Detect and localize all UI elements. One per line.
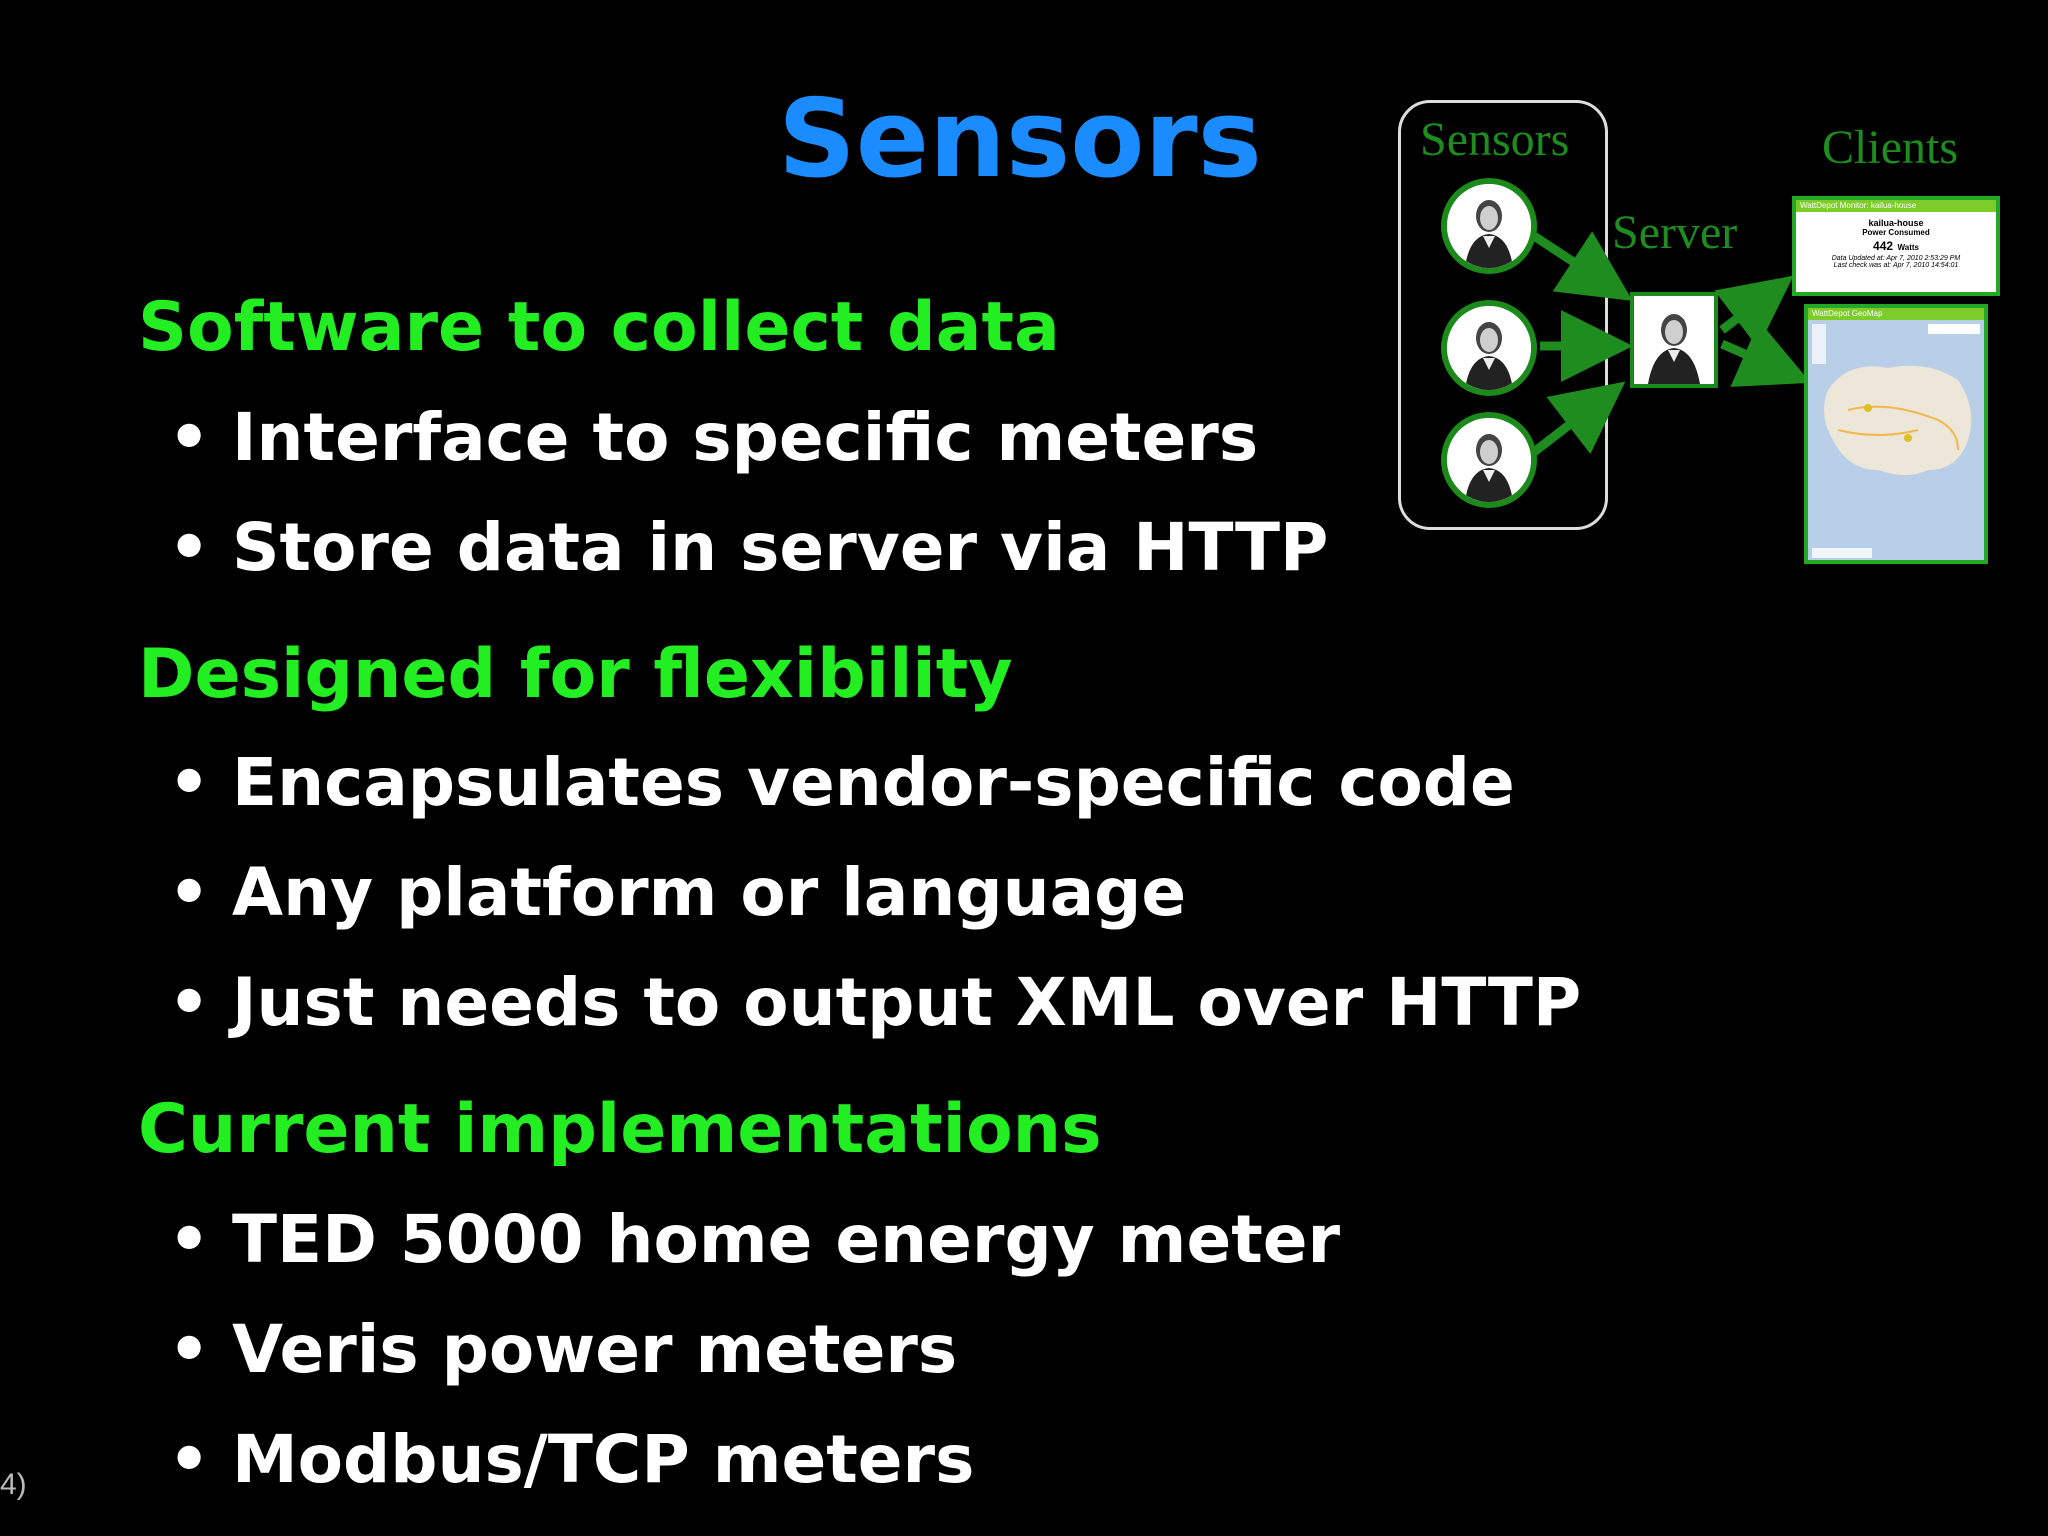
bullet-item: • Any platform or language [168,848,1186,938]
arrow-sensor3-to-server [1531,381,1626,456]
sensors-label: Sensors [1420,113,1570,166]
server-portrait-icon [1630,292,1718,388]
monitor-source: kailua-house [1868,218,1924,228]
bullet-item: • TED 5000 home energy meter [168,1195,1340,1285]
section-heading-software: Software to collect data [138,288,1060,367]
monitor-unit: Watts [1897,243,1919,252]
bullet-item: • Encapsulates vendor-specific code [168,738,1515,828]
bullet-text: Any platform or language [232,854,1187,931]
bullet-glyph: • [168,399,211,476]
bullet-item: • Just needs to output XML over HTTP [168,958,1581,1048]
sensor-portrait-icon [1441,178,1537,274]
monitor-updated: Data Updated at: Apr 7, 2010 2:53:29 PM [1831,255,1961,262]
bullet-item: • Store data in server via HTTP [168,503,1328,593]
monitor-metric: Power Consumed [1862,228,1930,237]
arrow-server-to-monitor [1714,275,1794,348]
bullet-item: • Interface to specific meters [168,393,1258,483]
bullet-item: • Modbus/TCP meters [168,1415,974,1505]
bullet-item: • Veris power meters [168,1305,957,1395]
slide-title: Sensors [778,77,1262,202]
monitor-value: 442 [1873,239,1894,253]
bullet-glyph: • [168,1201,211,1278]
bullet-glyph: • [168,1311,211,1388]
bullet-text: Interface to specific meters [232,399,1259,476]
monitor-title-bar: WattDepot Monitor: kailua-house [1796,200,1996,212]
bullet-text: Modbus/TCP meters [232,1421,975,1498]
bullet-text: Store data in server via HTTP [232,509,1329,586]
map-thumbnail [1808,320,1984,560]
bullet-glyph: • [168,1421,211,1498]
section-heading-flexibility: Designed for flexibility [138,635,1013,714]
clients-label: Clients [1822,121,1959,174]
bullet-glyph: • [168,744,211,821]
bullet-text: Veris power meters [232,1311,958,1388]
bullet-text: Encapsulates vendor-specific code [232,744,1515,821]
sensor-portrait-icon [1441,300,1537,396]
bullet-text: TED 5000 home energy meter [232,1201,1341,1278]
bullet-glyph: • [168,964,211,1041]
bullet-glyph: • [168,854,211,931]
section-heading-implementations: Current implementations [138,1090,1102,1169]
arrow-server-to-map [1720,320,1811,387]
sensor-portrait-icon [1441,412,1537,508]
arrow-sensor1-to-server [1531,231,1633,301]
client-monitor-panel: WattDepot Monitor: kailua-house kailua-h… [1792,196,2000,296]
server-label: Server [1612,206,1738,259]
bullet-glyph: • [168,509,211,586]
map-title-bar: WattDepot GeoMap [1808,308,1984,320]
bullet-text: Just needs to output XML over HTTP [232,964,1582,1041]
client-map-panel: WattDepot GeoMap [1804,304,1988,564]
monitor-last-check: Last check was at: Apr 7, 2010 14:54:01 [1833,262,1959,269]
slide-number: 4) [0,1468,27,1501]
